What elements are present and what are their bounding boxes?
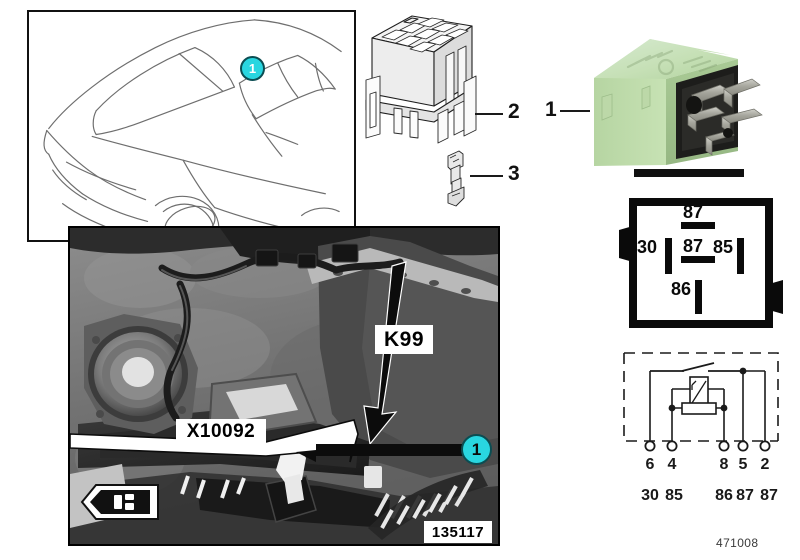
photo-label-x10092: X10092 bbox=[176, 419, 266, 445]
installation-photograph bbox=[70, 228, 498, 544]
pin-label-30: 30 bbox=[637, 237, 657, 257]
schematic-terminal-87a: 87 bbox=[736, 487, 754, 504]
photo-label-k99: K99 bbox=[375, 325, 433, 354]
schematic-pin-6: 6 bbox=[646, 456, 655, 473]
schematic-pin-4: 4 bbox=[668, 456, 677, 473]
schematic-pin-5: 5 bbox=[739, 456, 748, 473]
green-relay-photo bbox=[594, 39, 763, 177]
callout-number-2: 2 bbox=[508, 100, 520, 123]
schematic-terminal-86: 86 bbox=[715, 487, 733, 504]
leader-line-1 bbox=[560, 110, 590, 112]
pin-label-87-top: 87 bbox=[683, 202, 703, 222]
leader-line-2 bbox=[475, 113, 503, 115]
callout-number-1: 1 bbox=[545, 98, 557, 121]
exploded-parts-drawing bbox=[365, 15, 477, 207]
callout-number-3: 3 bbox=[508, 162, 520, 185]
leader-line-3 bbox=[470, 175, 503, 177]
relay-circuit-schematic: 6 4 8 5 2 30 85 86 87 87 bbox=[623, 352, 779, 504]
vehicle-location-panel: 1 bbox=[27, 10, 356, 242]
page-footer-number: 471008 bbox=[716, 536, 759, 550]
schematic-pin-2: 2 bbox=[761, 456, 770, 473]
photo-image-number: 135117 bbox=[424, 521, 492, 543]
pin-label-86: 86 bbox=[671, 279, 691, 299]
pin-label-85: 85 bbox=[713, 237, 733, 257]
vehicle-callout-badge-1: 1 bbox=[240, 56, 265, 81]
schematic-terminal-85: 85 bbox=[665, 487, 683, 504]
vehicle-line-drawing bbox=[43, 19, 342, 241]
vehicle-direction-icon bbox=[80, 484, 159, 520]
installation-photo-panel bbox=[68, 226, 500, 546]
schematic-terminal-87b: 87 bbox=[760, 487, 778, 504]
photo-callout-badge-1: 1 bbox=[461, 434, 492, 465]
schematic-pin-8: 8 bbox=[720, 456, 729, 473]
relay-terminal-layout-diagram: 87 30 87 85 86 bbox=[619, 198, 783, 328]
pin-label-87-center: 87 bbox=[683, 236, 703, 256]
schematic-terminal-30: 30 bbox=[641, 487, 659, 504]
